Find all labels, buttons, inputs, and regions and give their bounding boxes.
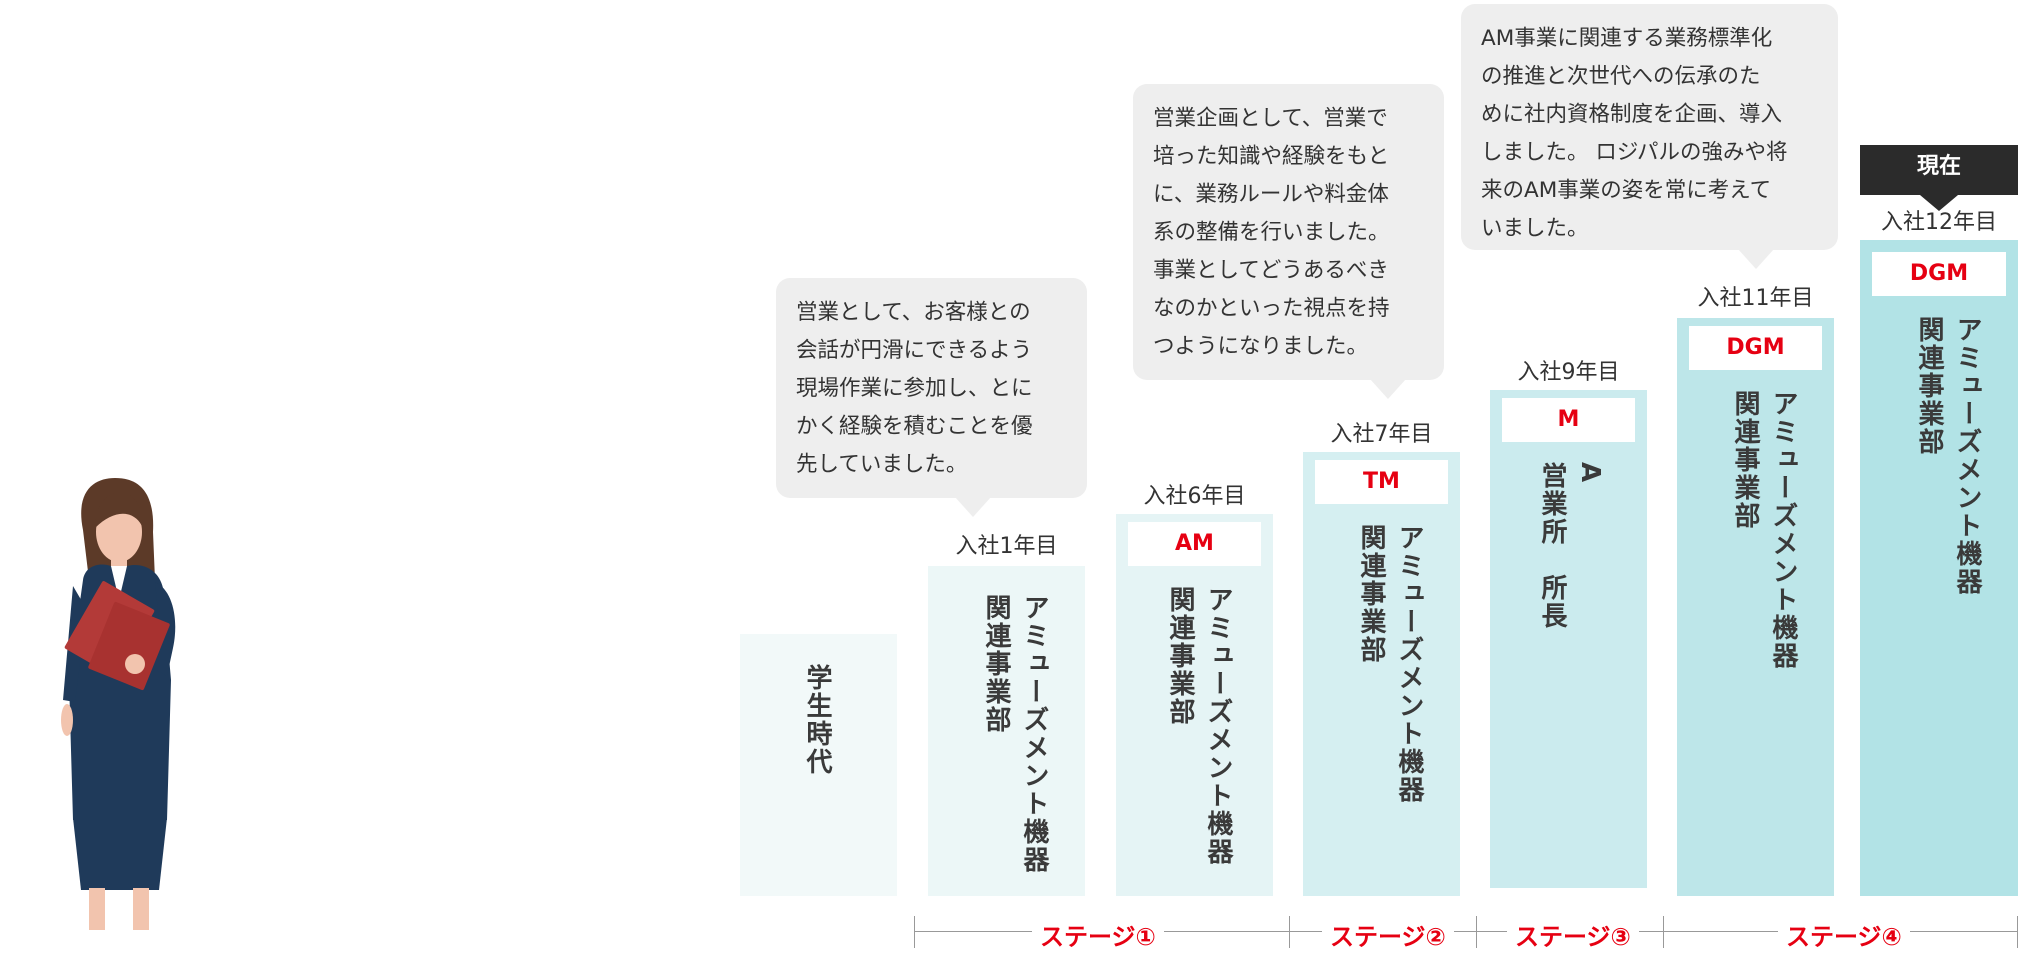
bubble-3-line: しました。 ロジパルの強みや将 — [1481, 134, 1818, 172]
column-year-1: アミューズメント機器 関連事業部 — [928, 566, 1085, 896]
column-year-9: M A 営業所 所長 — [1490, 390, 1647, 888]
dept-label-11: アミューズメント機器 関連事業部 — [1726, 390, 1802, 670]
bubble-2-line: 系の整備を行いました。 — [1153, 214, 1424, 252]
column-year-7: TM アミューズメント機器 関連事業部 — [1303, 452, 1460, 896]
dept-label-12: アミューズメント機器 関連事業部 — [1910, 316, 1986, 596]
stage-label-3: ステージ③ — [1507, 917, 1639, 952]
bubble-2-line: に、業務ルールや料金体 — [1153, 176, 1424, 214]
bubble-3-line: めに社内資格制度を企画、導入 — [1481, 96, 1818, 134]
stage-divider — [1663, 916, 1664, 948]
year-label-12: 入社12年目 — [1860, 204, 2018, 236]
speech-bubble-3: AM事業に関連する業務標準化 の推進と次世代への伝承のた めに社内資格制度を企画… — [1461, 4, 1838, 250]
stage-label-4: ステージ④ — [1778, 917, 1910, 952]
dept-label-7: アミューズメント機器 関連事業部 — [1352, 524, 1428, 804]
title-box-dgm-11: DGM — [1689, 326, 1822, 370]
year-label-1: 入社1年目 — [928, 528, 1085, 560]
bubble-2-line: なのかといった視点を持 — [1153, 290, 1424, 328]
column-student: 学生時代 — [740, 634, 897, 896]
bubble-2-line: つようになりました。 — [1153, 328, 1424, 366]
dept-label-6: アミューズメント機器 関連事業部 — [1161, 586, 1237, 866]
student-label: 学生時代 — [798, 664, 836, 776]
column-year-12: DGM アミューズメント機器 関連事業部 — [1860, 240, 2018, 896]
bubble-2-line: 営業企画として、営業で — [1153, 100, 1424, 138]
speech-bubble-1: 営業として、お客様との 会話が円滑にできるよう 現場作業に参加し、とに かく経験… — [776, 278, 1087, 498]
bubble-3-line: の推進と次世代への伝承のた — [1481, 58, 1818, 96]
speech-bubble-2-tail — [1370, 379, 1406, 399]
bubble-1-line: 営業として、お客様との — [796, 294, 1067, 332]
businesswoman-illustration — [55, 470, 195, 930]
bubble-1-line: かく経験を積むことを優 — [796, 408, 1067, 446]
dept-label-1: アミューズメント機器 関連事業部 — [977, 594, 1053, 874]
title-box-dgm-12: DGM — [1872, 252, 2006, 296]
bubble-2-line: 培った知識や経験をもと — [1153, 138, 1424, 176]
stage-label-2: ステージ② — [1322, 917, 1454, 952]
year-label-7: 入社7年目 — [1303, 416, 1460, 448]
bubble-3-line: 来のAM事業の姿を常に考えて — [1481, 172, 1818, 210]
speech-bubble-1-tail — [955, 497, 991, 517]
title-box-tm: TM — [1315, 460, 1448, 504]
column-year-11: DGM アミューズメント機器 関連事業部 — [1677, 318, 1834, 896]
year-label-9: 入社9年目 — [1490, 354, 1647, 386]
bubble-3-line: いました。 — [1481, 210, 1818, 248]
speech-bubble-3-tail — [1738, 249, 1774, 269]
year-label-6: 入社6年目 — [1116, 478, 1273, 510]
bubble-3-line: AM事業に関連する業務標準化 — [1481, 20, 1818, 58]
title-box-am: AM — [1128, 522, 1261, 566]
bubble-2-line: 事業としてどうあるべき — [1153, 252, 1424, 290]
bubble-1-line: 会話が円滑にできるよう — [796, 332, 1067, 370]
bubble-1-line: 現場作業に参加し、とに — [796, 370, 1067, 408]
dept-label-9: A 営業所 所長 — [1533, 462, 1609, 630]
now-badge-label: 現在 — [1860, 145, 2018, 189]
bubble-1-line: 先していました。 — [796, 446, 1067, 484]
stage-divider — [914, 916, 915, 948]
title-box-m: M — [1502, 398, 1635, 442]
stage-divider — [2017, 916, 2018, 948]
stage-divider — [1476, 916, 1477, 948]
column-year-6: AM アミューズメント機器 関連事業部 — [1116, 514, 1273, 896]
year-label-11: 入社11年目 — [1677, 280, 1834, 312]
stage-divider — [1289, 916, 1290, 948]
now-badge: 現在 — [1860, 145, 2018, 195]
speech-bubble-2: 営業企画として、営業で 培った知識や経験をもと に、業務ルールや料金体 系の整備… — [1133, 84, 1444, 380]
stage-label-1: ステージ① — [1032, 917, 1164, 952]
